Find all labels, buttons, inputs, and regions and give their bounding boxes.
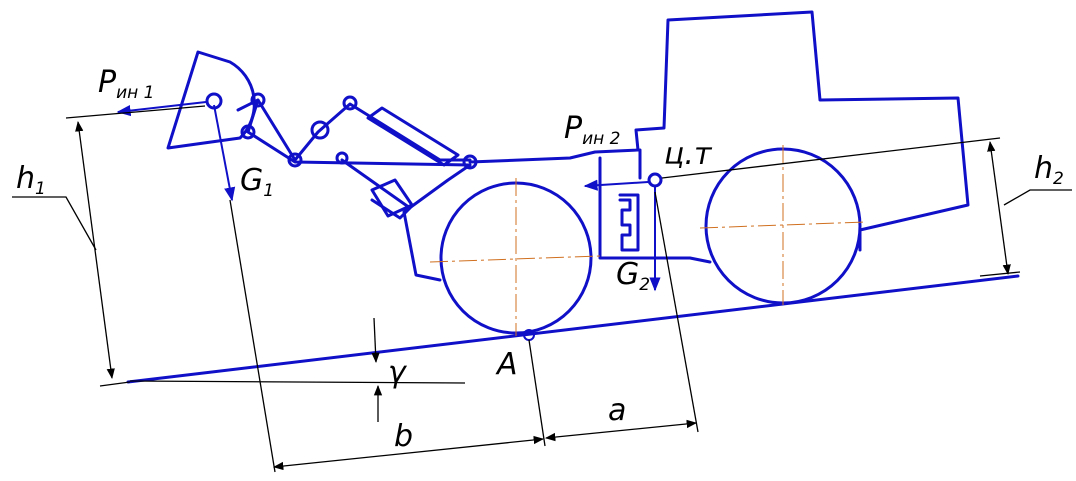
label-dim-a: a [608, 393, 626, 428]
label-center-of-mass: ц.т [664, 137, 713, 172]
label-point-a: A [495, 347, 518, 382]
center-of-mass-marker [647, 172, 663, 188]
force-g1-arrow [213, 104, 236, 202]
label-dim-b: b [394, 419, 413, 454]
label-p-in2: Pин 2 [564, 111, 620, 149]
force-p-in2-arrow [583, 179, 649, 191]
horizontal-reference-line [129, 380, 466, 384]
slope-ground-line [126, 274, 1020, 384]
force-p-in1-arrow [116, 101, 207, 117]
label-p-in1: Pин 1 [98, 65, 154, 103]
label-g1: G1 [240, 163, 274, 201]
machine-frame [402, 10, 970, 282]
boom-linkage [236, 92, 478, 220]
dim-b-line [272, 435, 545, 471]
dim-a-line [544, 419, 698, 442]
label-g2: G2 [616, 257, 650, 295]
dim-h2-line [987, 140, 1011, 276]
dim-h1-line [75, 120, 115, 380]
label-h2: h2 [1034, 151, 1064, 189]
label-h1: h1 [16, 161, 46, 199]
label-gamma: γ [388, 355, 408, 390]
